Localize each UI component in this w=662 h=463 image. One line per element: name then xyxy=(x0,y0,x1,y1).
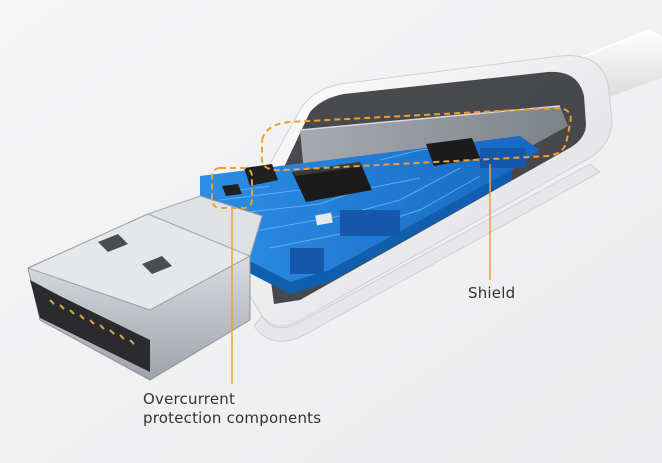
shield-label: Shield xyxy=(468,284,516,302)
overcurrent-label-line1: Overcurrent xyxy=(143,390,236,408)
overcurrent-protection-label: Overcurrent protection components xyxy=(143,390,321,428)
chip xyxy=(222,138,480,226)
overcurrent-label-line2: protection components xyxy=(143,409,322,427)
hdmi-connector xyxy=(26,195,263,381)
leader-lines xyxy=(231,164,491,384)
